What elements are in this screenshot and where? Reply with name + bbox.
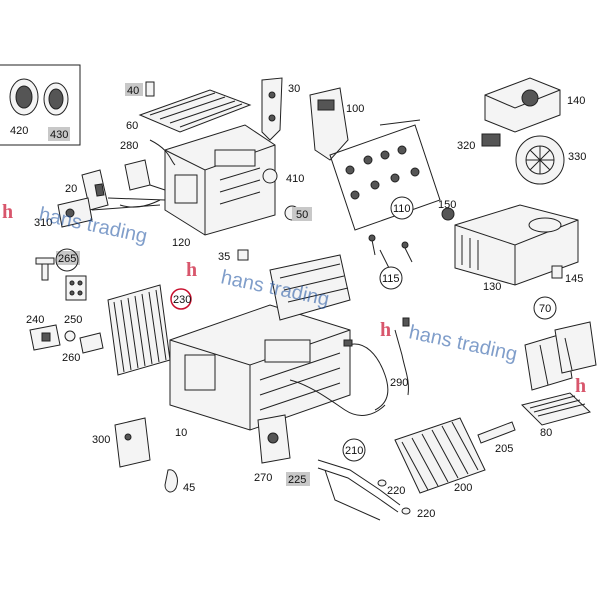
label-225: 225 bbox=[288, 474, 306, 486]
label-150: 150 bbox=[438, 199, 456, 211]
part-290-drawing bbox=[289, 317, 410, 416]
inset-box bbox=[0, 64, 81, 146]
label-320: 320 bbox=[457, 140, 475, 152]
label-100: 100 bbox=[346, 103, 364, 115]
label-110: 110 bbox=[393, 203, 411, 215]
label-115: 115 bbox=[382, 273, 400, 285]
part-310-drawing bbox=[57, 197, 93, 228]
part-120-drawing bbox=[164, 124, 276, 236]
label-45: 45 bbox=[183, 482, 195, 494]
label-30: 30 bbox=[288, 83, 300, 95]
part-205-drawing bbox=[477, 421, 516, 444]
label-80: 80 bbox=[540, 427, 552, 439]
part-260-drawing bbox=[79, 332, 104, 354]
part-70-drawing bbox=[524, 321, 597, 391]
label-250: 250 bbox=[64, 314, 82, 326]
part-240-drawing bbox=[29, 324, 61, 351]
part-110-drawing bbox=[329, 119, 441, 231]
part-30-drawing bbox=[261, 77, 283, 141]
label-220a: 220 bbox=[387, 485, 405, 497]
label-205: 205 bbox=[495, 443, 513, 455]
part-210-drawing bbox=[317, 459, 411, 521]
watermark-logo: h bbox=[186, 259, 197, 281]
part-80-drawing bbox=[521, 392, 591, 426]
part-420-drawing bbox=[9, 78, 39, 116]
callout-labels: 40 430 50 265 225 110 115 70 210 230 420… bbox=[10, 83, 586, 520]
part-45-drawing bbox=[164, 469, 178, 493]
part-280-drawing bbox=[124, 159, 151, 191]
label-280: 280 bbox=[120, 140, 138, 152]
part-270-drawing bbox=[257, 414, 291, 464]
part-410-drawing bbox=[262, 168, 278, 184]
label-145: 145 bbox=[565, 273, 583, 285]
label-430: 430 bbox=[50, 129, 68, 141]
label-260: 260 bbox=[62, 352, 80, 364]
part-10-drawing bbox=[169, 254, 351, 431]
part-265-drawing bbox=[35, 257, 87, 301]
label-60: 60 bbox=[126, 120, 138, 132]
label-120: 120 bbox=[172, 237, 190, 249]
part-300-drawing bbox=[114, 417, 151, 468]
part-140-drawing bbox=[484, 77, 561, 133]
watermark-logo: h bbox=[2, 201, 13, 223]
part-320-drawing bbox=[481, 133, 501, 147]
label-265: 265 bbox=[58, 253, 76, 265]
part-145-drawing bbox=[551, 265, 563, 279]
part-100-drawing bbox=[309, 87, 349, 161]
part-430-drawing bbox=[43, 82, 69, 116]
label-20: 20 bbox=[65, 183, 77, 195]
label-140: 140 bbox=[567, 95, 585, 107]
label-70: 70 bbox=[539, 303, 551, 315]
label-410: 410 bbox=[286, 173, 304, 185]
watermark-logo: h bbox=[380, 319, 391, 341]
label-130: 130 bbox=[483, 281, 501, 293]
label-330: 330 bbox=[568, 151, 586, 163]
part-330-drawing bbox=[515, 135, 565, 185]
part-35-drawing bbox=[237, 249, 249, 261]
label-240: 240 bbox=[26, 314, 44, 326]
label-270: 270 bbox=[254, 472, 272, 484]
label-310: 310 bbox=[34, 217, 52, 229]
label-300: 300 bbox=[92, 434, 110, 446]
watermark-text-3: hans trading bbox=[407, 321, 519, 365]
watermark-logo: h bbox=[575, 375, 586, 397]
part-115-drawing bbox=[368, 234, 413, 271]
part-60-drawing bbox=[138, 89, 252, 133]
label-210: 210 bbox=[345, 445, 363, 457]
label-40: 40 bbox=[127, 85, 139, 97]
label-50: 50 bbox=[296, 209, 308, 221]
part-40-drawing bbox=[145, 81, 155, 97]
label-220b: 220 bbox=[417, 508, 435, 520]
label-10: 10 bbox=[175, 427, 187, 439]
label-420: 420 bbox=[10, 125, 28, 137]
part-230-drawing bbox=[107, 284, 171, 376]
label-200: 200 bbox=[454, 482, 472, 494]
label-35: 35 bbox=[218, 251, 230, 263]
label-290: 290 bbox=[390, 377, 408, 389]
leader-line bbox=[91, 184, 166, 211]
label-230: 230 bbox=[173, 294, 191, 306]
part-150-drawing bbox=[441, 207, 455, 221]
cable-drawing bbox=[119, 139, 176, 208]
part-250-drawing bbox=[64, 330, 76, 342]
part-130-drawing bbox=[454, 204, 579, 286]
part-200-drawing bbox=[394, 417, 486, 494]
